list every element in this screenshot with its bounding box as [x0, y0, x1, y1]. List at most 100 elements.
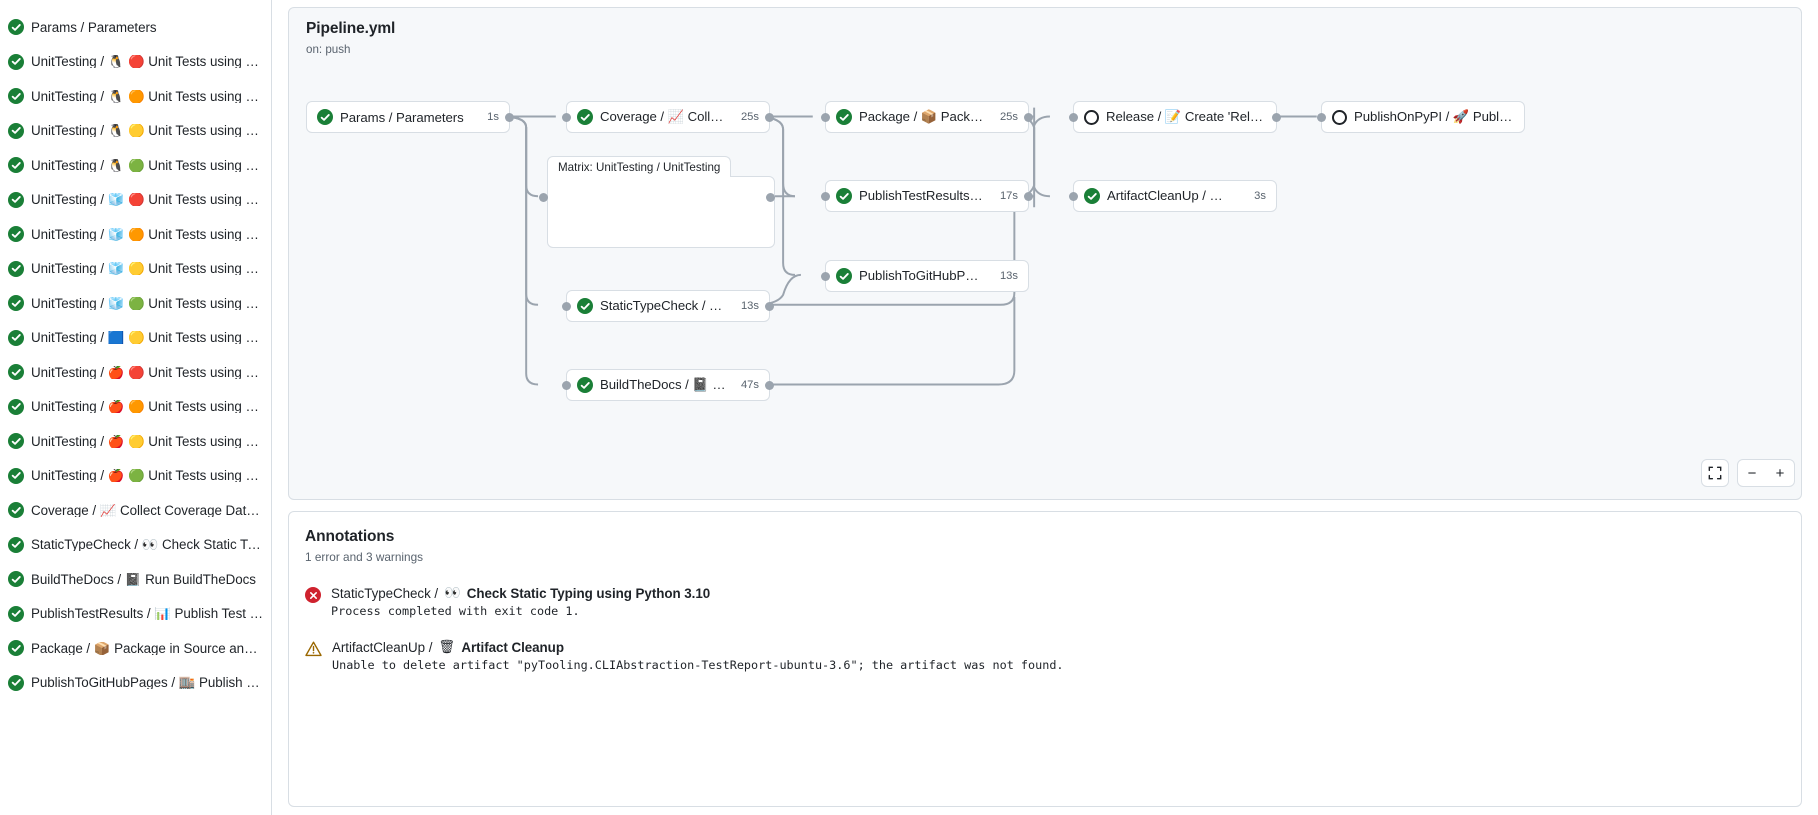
- sidebar-job-item[interactable]: UnitTesting / 🟦 🟡 Unit Tests using Pyth.…: [0, 321, 271, 356]
- sidebar-job-item[interactable]: UnitTesting / 🍎 🟢 Unit Tests using Pyth.…: [0, 459, 271, 494]
- graph-node-duration: 25s: [740, 111, 759, 123]
- check-circle-icon: [8, 640, 24, 657]
- check-circle-icon: [8, 605, 24, 622]
- workflow-graph[interactable]: Pipeline.yml on: push: [288, 7, 1802, 500]
- node-connector-left: [821, 271, 830, 281]
- check-circle-icon: [8, 53, 24, 70]
- graph-node-ghpages[interactable]: PublishToGitHubPages / 🏬 ...13s: [825, 260, 1029, 292]
- annotation-step: Check Static Typing using Python 3.10: [466, 585, 711, 601]
- sidebar-job-item[interactable]: Coverage / 📈 Collect Coverage Data usi..…: [0, 493, 271, 528]
- main-content: Pipeline.yml on: push: [272, 0, 1818, 815]
- sidebar-job-item[interactable]: UnitTesting / 🍎 🔴 Unit Tests using Pyth.…: [0, 355, 271, 390]
- sidebar-job-item[interactable]: UnitTesting / 🐧 🟡 Unit Tests using Pyth.…: [0, 114, 271, 149]
- node-connector-left: [562, 380, 571, 390]
- graph-node-duration: 13s: [999, 270, 1018, 282]
- graph-node-label: PublishOnPyPI / 🚀 Publish to ...: [1354, 109, 1514, 124]
- check-circle-icon: [8, 398, 24, 415]
- sidebar-job-item[interactable]: UnitTesting / 🧊 🟠 Unit Tests using Pyth.…: [0, 217, 271, 252]
- sidebar-job-label: Package / 📦 Package in Source and Wh...: [31, 641, 263, 655]
- sidebar-job-item[interactable]: Package / 📦 Package in Source and Wh...: [0, 631, 271, 666]
- sidebar-job-item[interactable]: UnitTesting / 🧊 🟢 Unit Tests using Pyth.…: [0, 286, 271, 321]
- sidebar-job-item[interactable]: PublishTestResults / 📊 Publish Test Resu…: [0, 597, 271, 632]
- graph-node-package[interactable]: Package / 📦 Package in So... 25s: [825, 101, 1029, 133]
- workflow-trigger: on: push: [306, 43, 351, 56]
- annotations-panel: Annotations 1 error and 3 warnings Stati…: [288, 511, 1802, 807]
- sidebar-job-label: UnitTesting / 🧊 🔴 Unit Tests using Pyth.…: [31, 193, 263, 207]
- check-circle-icon: [8, 260, 24, 277]
- check-circle-icon: [8, 226, 24, 243]
- check-circle-icon: [8, 329, 24, 346]
- check-circle-icon: [836, 268, 852, 284]
- graph-node-label: ArtifactCleanUp / 🗑 Artifac...: [1107, 188, 1239, 203]
- annotation-job: StaticTypeCheck /: [331, 585, 439, 601]
- node-connector-left: [821, 191, 830, 201]
- graph-node-label: Package / 📦 Package in So...: [859, 109, 985, 124]
- sidebar-job-item[interactable]: Params / Parameters: [0, 10, 271, 45]
- sidebar-job-label: PublishToGitHubPages / 🏬 Publish to G...: [31, 676, 263, 690]
- annotation-heading[interactable]: ArtifactCleanUp /🗑Artifact Cleanup: [332, 639, 1064, 655]
- graph-node-label: Release / 📝 Create 'Release P...: [1106, 109, 1266, 124]
- graph-node-ptr[interactable]: PublishTestResults / 📊 Pu...17s: [825, 180, 1029, 212]
- sidebar-job-label: PublishTestResults / 📊 Publish Test Resu…: [31, 607, 263, 621]
- sidebar-job-label: Coverage / 📈 Collect Coverage Data usi..…: [31, 503, 263, 517]
- check-circle-icon: [8, 467, 24, 484]
- sidebar-job-label: UnitTesting / 🍎 🟠 Unit Tests using Pyth.…: [31, 400, 263, 414]
- graph-node-cleanup[interactable]: ArtifactCleanUp / 🗑 Artifac...3s: [1073, 180, 1277, 212]
- zoom-out-button[interactable]: −: [1747, 464, 1757, 482]
- fit-to-screen-button[interactable]: [1701, 459, 1729, 487]
- fit-screen-icon: [1708, 466, 1722, 480]
- sidebar-job-item[interactable]: BuildTheDocs / 📓 Run BuildTheDocs: [0, 562, 271, 597]
- check-circle-icon: [8, 191, 24, 208]
- graph-edges: [501, 107, 1317, 386]
- sidebar-job-item[interactable]: UnitTesting / 🍎 🟠 Unit Tests using Pyth.…: [0, 390, 271, 425]
- sidebar-job-label: UnitTesting / 🐧 🟢 Unit Tests using Pyth.…: [31, 158, 263, 172]
- sidebar-job-label: UnitTesting / 🧊 🟡 Unit Tests using Pyth.…: [31, 262, 263, 276]
- check-circle-icon: [1084, 188, 1100, 204]
- annotation-message: Unable to delete artifact "pyTooling.CLI…: [332, 658, 1064, 672]
- sidebar-job-label: UnitTesting / 🍎 🟢 Unit Tests using Pyth.…: [31, 469, 263, 483]
- sidebar-job-item[interactable]: UnitTesting / 🐧 🔴 Unit Tests using Pyth.…: [0, 45, 271, 80]
- sidebar-job-item[interactable]: UnitTesting / 🧊 🟡 Unit Tests using Pyth.…: [0, 252, 271, 287]
- graph-node-duration: 25s: [999, 111, 1018, 123]
- check-circle-icon: [577, 377, 593, 393]
- annotation-message: Process completed with exit code 1.: [331, 604, 580, 618]
- zoom-in-button[interactable]: +: [1775, 464, 1785, 482]
- matrix-tab-label: Matrix: UnitTesting / UnitTesting: [547, 156, 732, 177]
- sidebar-job-item[interactable]: UnitTesting / 🐧 🟢 Unit Tests using Pyth.…: [0, 148, 271, 183]
- graph-node-docs[interactable]: BuildTheDocs / 📓 Run Buil...47s: [566, 369, 770, 401]
- sidebar-job-label: UnitTesting / 🧊 🟠 Unit Tests using Pyth.…: [31, 227, 263, 241]
- check-circle-icon: [8, 433, 24, 450]
- graph-node-stc[interactable]: StaticTypeCheck / 👀 Chec...13s: [566, 290, 770, 322]
- sidebar-job-item[interactable]: UnitTesting / 🐧 🟠 Unit Tests using Pyth.…: [0, 79, 271, 114]
- sidebar-job-label: BuildTheDocs / 📓 Run BuildTheDocs: [31, 572, 256, 586]
- sidebar-job-label: UnitTesting / 🐧 🟠 Unit Tests using Pyth.…: [31, 89, 263, 103]
- sidebar-job-item[interactable]: PublishToGitHubPages / 🏬 Publish to G...: [0, 666, 271, 701]
- sidebar-job-item[interactable]: UnitTesting / 🧊 🔴 Unit Tests using Pyth.…: [0, 183, 271, 218]
- sidebar-job-label: UnitTesting / 🍎 🔴 Unit Tests using Pyth.…: [31, 365, 263, 379]
- skipped-circle-icon: [1332, 109, 1347, 125]
- graph-node-duration: 13s: [740, 300, 759, 312]
- check-circle-icon: [8, 88, 24, 105]
- graph-node-publishpypi[interactable]: PublishOnPyPI / 🚀 Publish to ...: [1321, 101, 1525, 133]
- graph-node-release[interactable]: Release / 📝 Create 'Release P...: [1073, 101, 1277, 133]
- check-circle-icon: [836, 188, 852, 204]
- warning-icon: [305, 641, 322, 672]
- node-connector-left: [1069, 191, 1078, 201]
- check-circle-icon: [8, 502, 24, 519]
- sidebar-job-item[interactable]: UnitTesting / 🍎 🟡 Unit Tests using Pyth.…: [0, 424, 271, 459]
- sidebar-job-item[interactable]: StaticTypeCheck / 👀 Check Static Typing.…: [0, 528, 271, 563]
- graph-node-label: Coverage / 📈 Collect Cove...: [600, 109, 726, 124]
- skipped-circle-icon: [1084, 109, 1099, 125]
- check-circle-icon: [8, 295, 24, 312]
- zoom-controls: − +: [1737, 459, 1795, 487]
- check-circle-icon: [8, 122, 24, 139]
- check-circle-icon: [8, 536, 24, 553]
- graph-node-coverage[interactable]: Coverage / 📈 Collect Cove... 25s: [566, 101, 770, 133]
- check-circle-icon: [577, 109, 593, 125]
- annotation-heading[interactable]: StaticTypeCheck /👀Check Static Typing us…: [331, 585, 710, 601]
- matrix-body: [547, 176, 775, 248]
- annotations-title: Annotations: [305, 528, 395, 545]
